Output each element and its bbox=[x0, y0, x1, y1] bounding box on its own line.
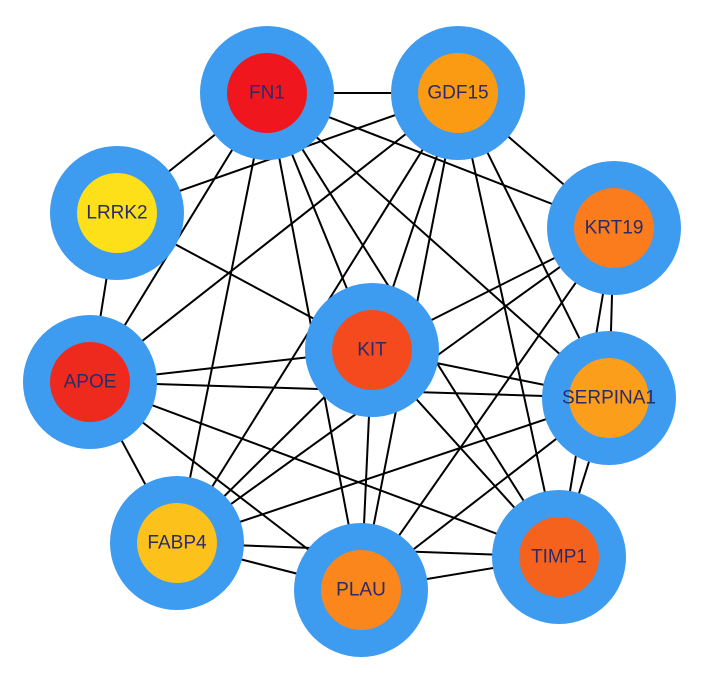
node-label: KRT19 bbox=[585, 218, 644, 239]
node-label: FABP4 bbox=[147, 533, 207, 554]
node-serpina1[interactable]: SERPINA1 bbox=[542, 331, 676, 465]
node-timp1[interactable]: TIMP1 bbox=[492, 490, 626, 624]
edge-krt19-plau bbox=[360, 227, 615, 591]
edge-gdf15-apoe bbox=[89, 92, 459, 383]
node-label: LRRK2 bbox=[86, 203, 147, 224]
node-label: APOE bbox=[64, 372, 117, 393]
edge-gdf15-timp1 bbox=[457, 92, 560, 558]
node-inner-circle bbox=[332, 310, 412, 390]
node-inner-circle bbox=[418, 53, 498, 133]
node-inner-circle bbox=[77, 173, 157, 253]
node-label: GDF15 bbox=[427, 83, 488, 104]
edge-fn1-serpina1 bbox=[266, 92, 610, 399]
node-inner-circle bbox=[569, 358, 649, 438]
node-apoe[interactable]: APOE bbox=[23, 315, 157, 449]
edge-apoe-timp1 bbox=[89, 381, 560, 558]
node-inner-circle bbox=[519, 517, 599, 597]
node-inner-circle bbox=[137, 503, 217, 583]
node-inner-circle bbox=[50, 342, 130, 422]
edge-fn1-fabp4 bbox=[176, 92, 268, 544]
edge-serpina1-fabp4 bbox=[176, 397, 610, 544]
node-label: TIMP1 bbox=[531, 547, 587, 568]
node-gdf15[interactable]: GDF15 bbox=[391, 26, 525, 160]
node-inner-circle bbox=[574, 188, 654, 268]
node-inner-circle bbox=[321, 550, 401, 630]
node-kit[interactable]: KIT bbox=[305, 283, 439, 417]
node-label: FN1 bbox=[249, 83, 285, 104]
node-fabp4[interactable]: FABP4 bbox=[110, 476, 244, 610]
node-label: PLAU bbox=[336, 580, 386, 601]
node-plau[interactable]: PLAU bbox=[294, 523, 428, 657]
node-fn1[interactable]: FN1 bbox=[200, 26, 334, 160]
node-label: KIT bbox=[357, 340, 387, 361]
node-lrrk2[interactable]: LRRK2 bbox=[50, 146, 184, 280]
node-krt19[interactable]: KRT19 bbox=[547, 161, 681, 295]
node-label: SERPINA1 bbox=[562, 388, 656, 409]
node-inner-circle bbox=[227, 53, 307, 133]
